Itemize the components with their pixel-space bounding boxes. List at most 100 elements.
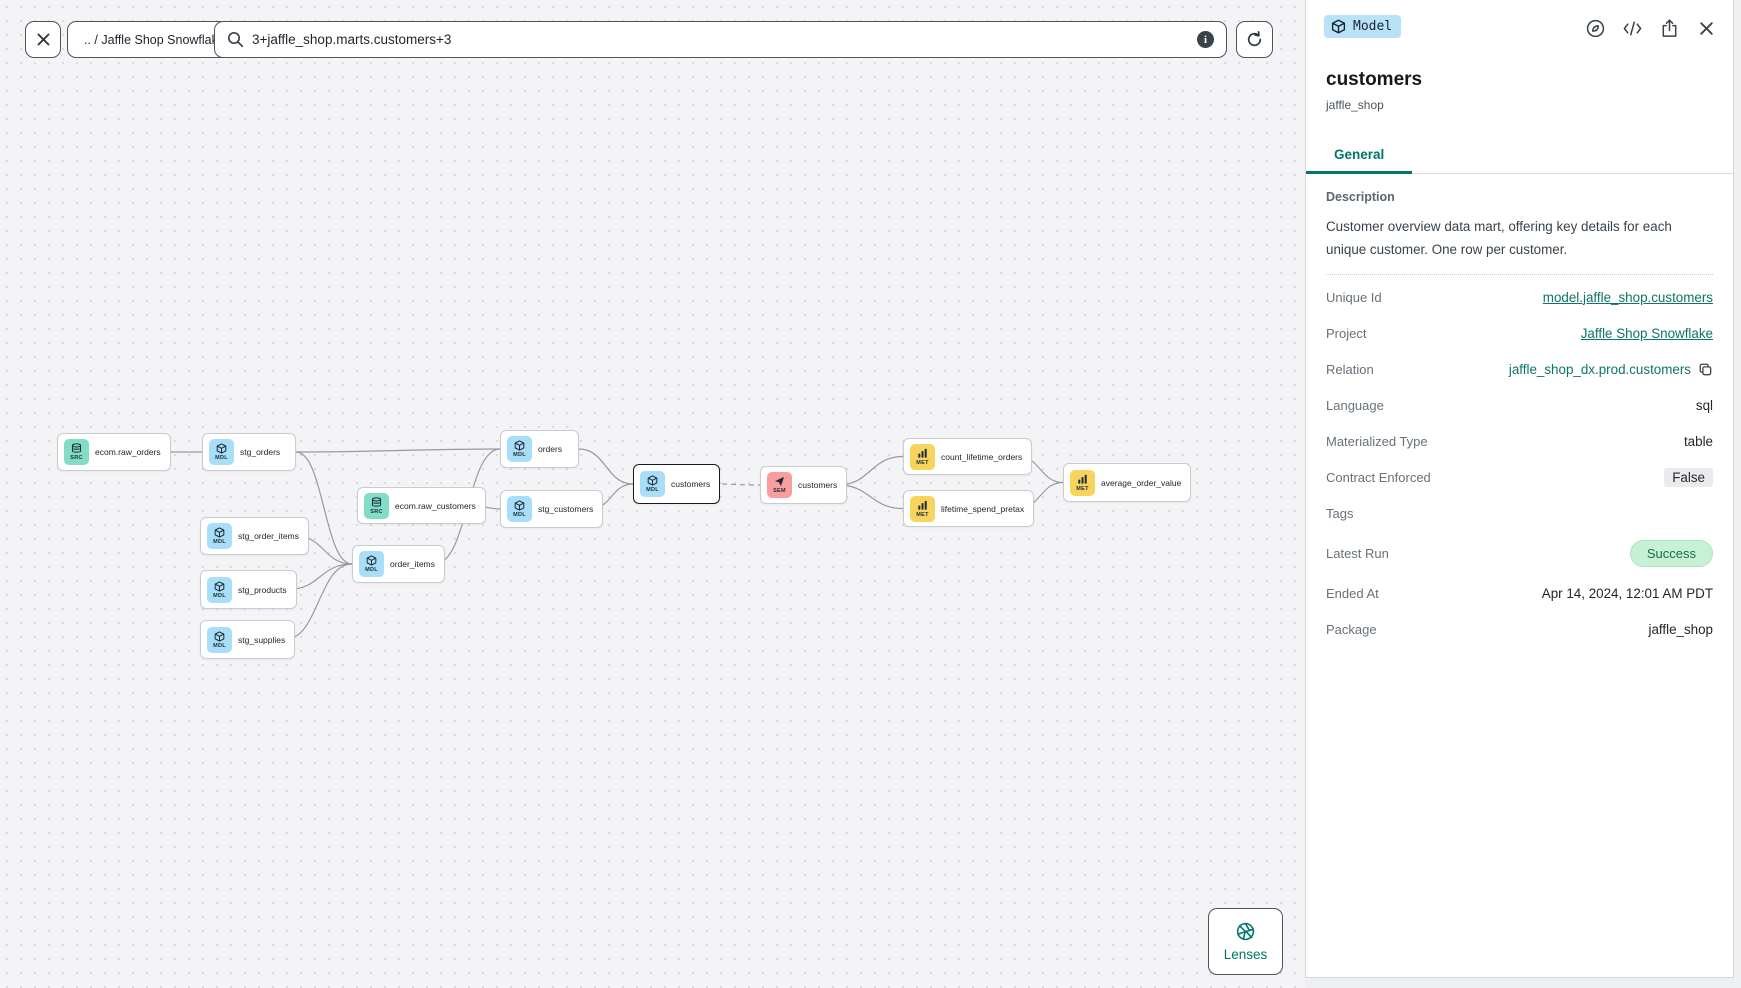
field-row-package: Package jaffle_shop — [1326, 611, 1713, 647]
aperture-icon — [1236, 922, 1255, 941]
panel-header: Model — [1306, 0, 1733, 39]
explore-compass-button[interactable] — [1584, 17, 1606, 39]
model-cube-icon — [214, 630, 225, 642]
node-label: ecom.raw_orders — [95, 447, 161, 457]
graph-node-lifetime_spend_pretax[interactable]: MET lifetime_spend_pretax — [903, 490, 1035, 527]
tab-general[interactable]: General — [1306, 138, 1413, 174]
met-type-badge: MET — [1070, 469, 1095, 496]
copy-icon — [1699, 363, 1712, 375]
field-value: model.jaffle_shop.customers — [1543, 290, 1713, 305]
panel-tabs: General — [1306, 138, 1733, 174]
node-label: orders — [538, 444, 563, 454]
refresh-button[interactable] — [1236, 21, 1273, 58]
mdl-type-badge: MDL — [359, 551, 384, 577]
field-link[interactable]: model.jaffle_shop.customers — [1542, 289, 1713, 305]
node-label: stg_supplies — [238, 634, 286, 645]
graph-edge-customers-customers_sem — [712, 483, 761, 486]
close-icon — [37, 33, 49, 46]
share-icon — [1662, 18, 1676, 37]
node-label: customers — [798, 480, 838, 490]
field-value: table — [1683, 433, 1713, 449]
close-panel-button[interactable] — [1695, 17, 1717, 39]
node-label: stg_customers — [538, 504, 594, 514]
panel-actions — [1584, 17, 1717, 39]
field-row-language: Language sql — [1326, 387, 1713, 423]
close-lineage-button[interactable] — [25, 21, 61, 58]
details-panel: Model customers jaffle_shop General — [1305, 0, 1734, 978]
graph-edge-stg_orders-order_items — [295, 451, 353, 565]
description-heading: Description — [1326, 190, 1395, 204]
mdl-type-badge: MDL — [207, 576, 232, 603]
search-icon — [227, 31, 244, 48]
graph-node-ecom_raw_customers[interactable]: SRC ecom.raw_customers — [357, 487, 486, 524]
node-label: ecom.raw_customers — [395, 500, 476, 511]
close-icon — [1699, 21, 1713, 35]
model-cube-icon — [647, 475, 658, 486]
lenses-button[interactable]: Lenses — [1208, 908, 1283, 975]
graph-edge-customers_sem-lifetime_spend_pretax — [837, 484, 904, 510]
field-link[interactable]: Jaffle Shop Snowflake — [1580, 325, 1713, 341]
graph-edge-orders-customers — [578, 448, 634, 485]
field-row-contract-enforced: Contract Enforced False — [1326, 459, 1713, 495]
resource-type-badge: Model — [1324, 15, 1402, 38]
mdl-type-badge: MDL — [640, 471, 665, 497]
field-label: Contract Enforced — [1326, 469, 1431, 485]
field-value: False — [1664, 467, 1713, 487]
src-type-badge: SRC — [64, 439, 89, 465]
search-input[interactable] — [252, 32, 1197, 47]
node-label: lifetime_spend_pretax — [941, 503, 1025, 514]
field-value: sql — [1695, 397, 1713, 413]
node-label: count_lifetime_orders — [941, 451, 1023, 462]
graph-edge-stg_orders-orders — [295, 448, 501, 453]
model-cube-icon — [514, 440, 525, 451]
refresh-icon — [1247, 30, 1262, 47]
node-label: stg_orders — [240, 447, 281, 457]
field-label: Project — [1326, 325, 1367, 341]
field-label: Language — [1326, 397, 1384, 413]
met-type-badge: MET — [910, 495, 935, 522]
section-divider — [1326, 274, 1713, 276]
model-cube-icon — [214, 580, 225, 592]
node-label: stg_order_items — [238, 531, 299, 541]
status-badge: Success — [1629, 539, 1713, 567]
share-button[interactable] — [1658, 17, 1680, 39]
graph-node-stg_customers[interactable]: MDL stg_customers — [500, 490, 604, 528]
lenses-label: Lenses — [1223, 947, 1268, 962]
src-type-badge: SRC — [364, 492, 389, 519]
resource-type-label: Model — [1353, 19, 1393, 34]
copy-button[interactable] — [1698, 362, 1713, 377]
field-value: jaffle_shop — [1648, 621, 1713, 637]
field-row-tags: Tags — [1326, 495, 1713, 531]
breadcrumb-label: .. / Jaffle Shop Snowflake — [84, 32, 225, 47]
field-label: Package — [1326, 621, 1377, 637]
graph-edge-stg_products-order_items — [287, 563, 353, 591]
field-label: Ended At — [1326, 585, 1379, 601]
code-button[interactable] — [1621, 17, 1643, 39]
graph-node-ecom_raw_orders[interactable]: SRC ecom.raw_orders — [57, 433, 171, 471]
mdl-type-badge: MDL — [507, 496, 532, 522]
code-icon — [1623, 21, 1641, 35]
field-value: Success — [1629, 539, 1713, 567]
model-cube-icon — [1331, 19, 1346, 34]
info-icon[interactable]: i — [1197, 31, 1214, 48]
field-label: Tags — [1326, 505, 1354, 521]
package-subtitle: jaffle_shop — [1326, 98, 1384, 112]
lineage-search: i — [214, 21, 1227, 58]
field-row-project: Project Jaffle Shop Snowflake — [1326, 315, 1713, 351]
field-value: jaffle_shop_dx.prod.customers — [1509, 362, 1713, 377]
model-cube-icon — [514, 500, 525, 511]
